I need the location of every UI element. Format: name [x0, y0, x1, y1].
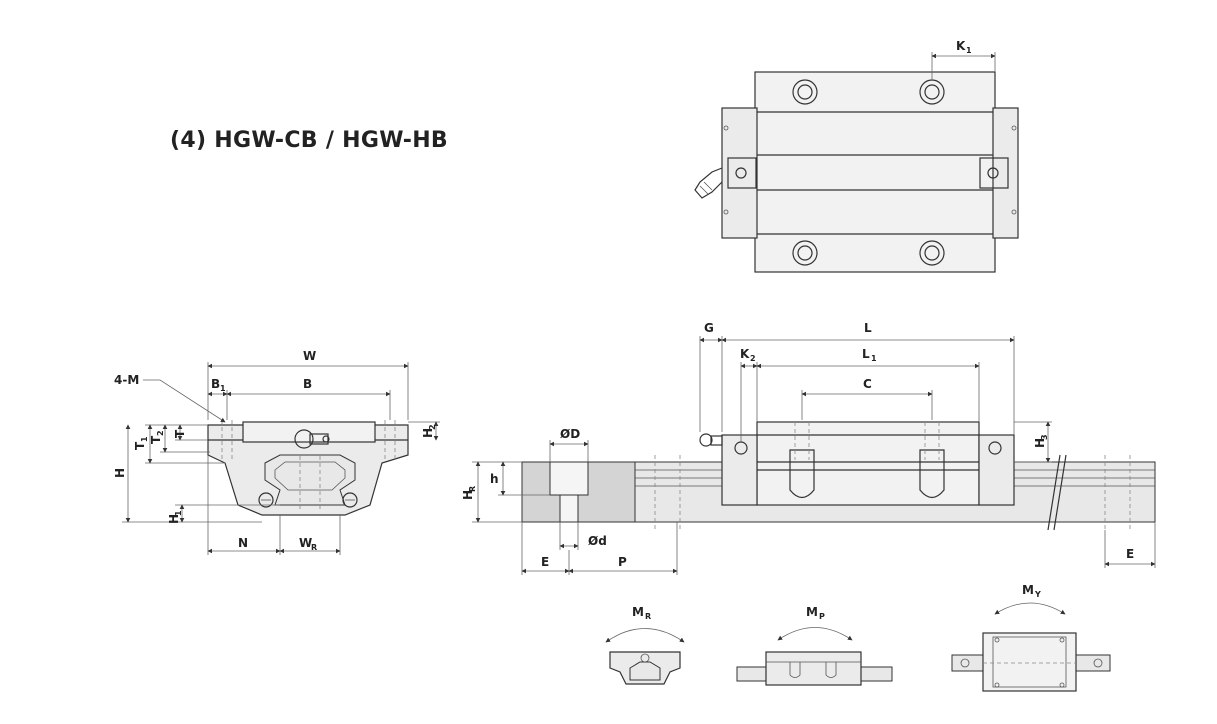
n-label: N — [238, 536, 248, 550]
bolt-slot — [789, 449, 815, 499]
bolt-slot — [919, 449, 945, 499]
t2-sub: 2 — [156, 430, 165, 436]
my-label: M — [1022, 583, 1034, 597]
top-end-cap-right — [992, 107, 1019, 239]
h1-label: H — [167, 514, 181, 524]
mr-sub: R — [645, 612, 651, 621]
hr-label: H — [461, 490, 475, 500]
wr-label: W — [299, 536, 312, 550]
ball-icon — [342, 492, 358, 508]
k1-sub: 1 — [966, 46, 972, 55]
t1-sub: 1 — [140, 436, 149, 442]
b-label: B — [303, 377, 312, 391]
h-label: H — [113, 468, 127, 478]
rail-bolt-hole — [559, 494, 579, 523]
c-label: C — [863, 377, 872, 391]
e-left-label: E — [541, 555, 549, 569]
h3-sub: 3 — [1040, 434, 1049, 440]
h-small-label: h — [490, 472, 499, 486]
k2-sub: 2 — [750, 354, 756, 363]
e-right-label: E — [1126, 547, 1134, 561]
l1-label: L — [862, 347, 870, 361]
mounting-hole-icon — [919, 240, 945, 266]
rotation-arrow-icon — [605, 628, 685, 643]
d-small-label: Ød — [588, 534, 607, 548]
k2-label: K — [740, 347, 750, 361]
side-end-cap-right — [978, 434, 1015, 506]
rail-counterbore — [549, 461, 589, 496]
rotation-arrow-icon — [777, 627, 853, 641]
l1-sub: 1 — [871, 354, 877, 363]
moment-my: M Y — [951, 583, 1111, 692]
rotation-arrow-icon — [994, 602, 1066, 615]
g-label: G — [704, 321, 714, 335]
front-view: W B 1 B 4-M T T T H H H — [113, 349, 440, 555]
grease-nipple-icon — [294, 429, 330, 449]
my-block-icon — [982, 632, 1077, 692]
m-label: 4-M — [114, 373, 139, 387]
mp-block-icon — [765, 651, 862, 686]
side-end-cap-left — [721, 434, 758, 506]
t1-label: T — [133, 441, 147, 450]
diagram-title: (4) HGW-CB / HGW-HB — [170, 128, 448, 153]
ball-icon — [258, 492, 274, 508]
grease-hole-icon — [987, 167, 999, 179]
w-label: W — [303, 349, 316, 363]
h2-sub: 2 — [428, 424, 437, 430]
top-block-body — [754, 71, 996, 273]
mounting-hole-icon — [792, 79, 818, 105]
side-view: G L K 2 L 1 C H ØD H h — [461, 321, 1156, 575]
seal-screw-icon — [988, 441, 1002, 455]
t2-label: T — [149, 435, 163, 444]
mp-label: M — [806, 605, 818, 619]
grease-nipple-icon — [694, 167, 723, 199]
moment-mr: M R — [605, 605, 685, 685]
k1-label: K — [956, 39, 966, 53]
side-block-body — [756, 421, 980, 506]
h2-label: H — [421, 428, 435, 438]
grease-nipple-icon — [699, 433, 723, 447]
top-end-cap-left — [721, 107, 758, 239]
h3-label: H — [1033, 438, 1047, 448]
top-view: K 1 — [694, 39, 1019, 273]
h1-sub: 1 — [174, 510, 183, 516]
od-label: ØD — [560, 427, 580, 441]
moment-mp: M P — [736, 605, 893, 686]
hr-sub: R — [468, 486, 477, 492]
mounting-hole-icon — [792, 240, 818, 266]
front-rail-profile — [264, 454, 356, 506]
b1-sub: 1 — [220, 384, 226, 393]
my-sub: Y — [1034, 590, 1041, 599]
grease-hole-icon — [735, 167, 747, 179]
mr-label: M — [632, 605, 644, 619]
wr-sub: R — [311, 543, 317, 552]
b1-label: B — [211, 377, 220, 391]
l-label: L — [864, 321, 872, 335]
t-label: T — [173, 429, 187, 438]
p-label: P — [618, 555, 627, 569]
mp-sub: P — [819, 612, 825, 621]
